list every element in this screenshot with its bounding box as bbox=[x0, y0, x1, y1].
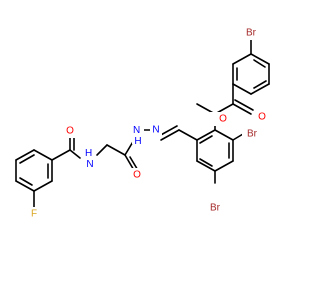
bond bbox=[232, 133, 244, 141]
nitrogen-atom: H N bbox=[84, 146, 96, 170]
oxygen-atom: O bbox=[131, 168, 143, 182]
atom-label-nh-hydrazide: N H bbox=[133, 125, 143, 147]
bond bbox=[196, 160, 216, 172]
bond bbox=[232, 53, 252, 65]
atom-label-o-amide-left: O bbox=[66, 126, 74, 137]
bond bbox=[33, 149, 53, 161]
nitrogen-atom: N bbox=[150, 123, 162, 137]
bond bbox=[232, 103, 252, 115]
bond bbox=[19, 154, 35, 164]
bond bbox=[253, 80, 267, 89]
atom-label-n-imine: N bbox=[152, 125, 159, 136]
bond bbox=[51, 149, 71, 161]
bromine-atom: Br bbox=[242, 127, 262, 141]
atom-label-o-amide-mid: O bbox=[133, 170, 141, 181]
bond bbox=[15, 180, 35, 192]
bond bbox=[15, 149, 35, 161]
bond bbox=[196, 129, 216, 141]
molecule-structure-diagram: Br O O Br Br N bbox=[15, 26, 270, 221]
atom-labels: Br O O Br Br N bbox=[28, 26, 268, 221]
bromine-atom: Br bbox=[205, 201, 225, 215]
oxygen-atom: O bbox=[64, 124, 76, 138]
oxygen-atom: O bbox=[210, 112, 227, 126]
atom-label-nh-amide: H N bbox=[85, 148, 95, 170]
oxygen-atom: O bbox=[256, 109, 268, 123]
bond bbox=[33, 180, 53, 192]
atom-label-f: F bbox=[31, 209, 37, 220]
bond bbox=[214, 129, 234, 141]
fluorine-atom: F bbox=[28, 207, 40, 221]
bond bbox=[199, 135, 213, 144]
bond bbox=[106, 144, 126, 156]
bond bbox=[214, 160, 234, 172]
bond bbox=[19, 177, 33, 186]
atom-label-br-top: Br bbox=[246, 28, 257, 39]
atom-label-br-right: Br bbox=[247, 129, 258, 140]
atom-label-br-bottom: Br bbox=[210, 203, 221, 214]
bond bbox=[178, 129, 198, 141]
bond bbox=[160, 129, 180, 141]
bond bbox=[234, 99, 254, 111]
atom-label-o-carbonyl: O bbox=[258, 112, 266, 123]
bond bbox=[96, 144, 108, 156]
nitrogen-atom: N H bbox=[132, 120, 144, 147]
bond bbox=[250, 53, 270, 65]
bond bbox=[232, 83, 252, 95]
atom-label-o-ester: O bbox=[219, 114, 227, 125]
bond bbox=[69, 149, 81, 159]
bond bbox=[199, 158, 213, 167]
bond bbox=[253, 59, 266, 68]
bond bbox=[250, 83, 270, 95]
molecule-svg: Br O O Br Br N bbox=[15, 26, 270, 221]
bromine-atom: Br bbox=[241, 26, 261, 40]
